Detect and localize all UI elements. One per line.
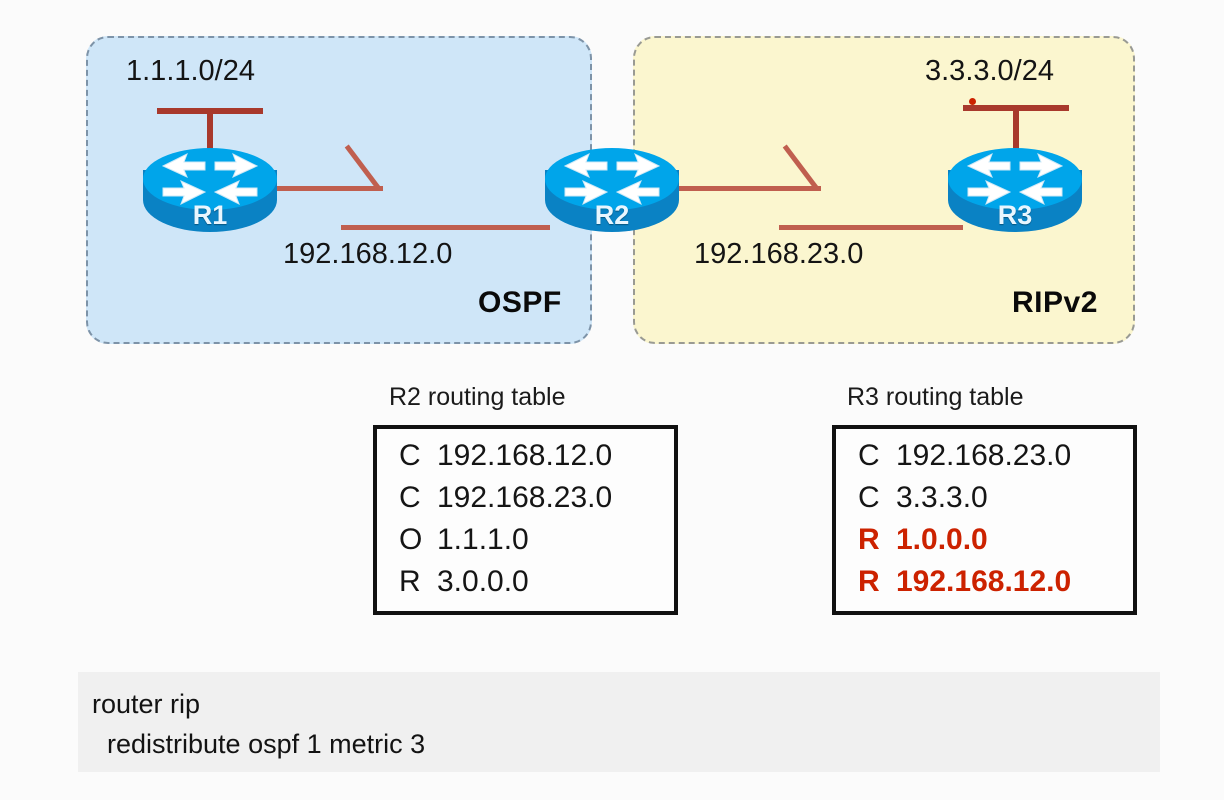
network-label-link-r2-r3: 192.168.23.0 xyxy=(694,238,864,270)
route-code: C xyxy=(399,439,421,472)
router-r1[interactable]: R1 xyxy=(143,148,277,248)
lan-stem-icon xyxy=(207,112,213,180)
router-r3[interactable]: R3 xyxy=(948,148,1082,248)
route-code: C xyxy=(858,439,880,472)
routing-table-title-r2: R2 routing table xyxy=(389,383,566,411)
serial-link-r2-r3 xyxy=(678,144,963,230)
lan-segment-r1 xyxy=(157,108,263,180)
network-label-r3-lan: 3.3.3.0/24 xyxy=(925,55,1054,87)
route-network: 192.168.23.0 xyxy=(896,439,1072,472)
red-dot-marker-icon xyxy=(969,98,976,105)
table-row: C 192.168.23.0 xyxy=(858,439,1133,481)
lan-segment-r3 xyxy=(963,98,1069,177)
router-label: R3 xyxy=(997,200,1033,230)
table-row: C 192.168.12.0 xyxy=(399,439,674,481)
routing-table-r3: C 192.168.23.0 C 3.3.3.0 R 1.0.0.0 R 192… xyxy=(832,425,1137,615)
route-code: C xyxy=(858,481,880,514)
router-top xyxy=(948,148,1082,210)
route-network: 192.168.23.0 xyxy=(437,481,613,514)
router-top xyxy=(545,148,679,210)
router-label: R2 xyxy=(594,200,630,230)
router-top xyxy=(143,148,277,210)
table-row: O 1.1.1.0 xyxy=(399,523,674,565)
route-network: 1.0.0.0 xyxy=(896,523,988,556)
route-code: C xyxy=(399,481,421,514)
route-network: 1.1.1.0 xyxy=(437,523,529,556)
zone-label-ospf: OSPF xyxy=(478,286,562,319)
route-network: 192.168.12.0 xyxy=(896,565,1072,598)
route-network: 192.168.12.0 xyxy=(437,439,613,472)
config-line: redistribute ospf 1 metric 3 xyxy=(92,729,426,759)
lan-bar-icon xyxy=(963,105,1069,111)
router-r2[interactable]: R2 xyxy=(545,148,679,248)
route-network: 3.0.0.0 xyxy=(437,565,529,598)
table-row: C 192.168.23.0 xyxy=(399,481,674,523)
router-arrows-icon xyxy=(966,152,1064,206)
route-code: R xyxy=(858,565,880,598)
route-code: R xyxy=(399,565,421,598)
config-line: router rip xyxy=(92,689,201,719)
routing-table-title-r3: R3 routing table xyxy=(847,383,1024,411)
table-row: C 3.3.3.0 xyxy=(858,481,1133,523)
table-row: R 192.168.12.0 xyxy=(858,565,1133,607)
table-row: R 3.0.0.0 xyxy=(399,565,674,607)
lan-stem-icon xyxy=(1013,109,1019,177)
network-label-link-r1-r2: 192.168.12.0 xyxy=(283,238,453,270)
route-code: R xyxy=(858,523,880,556)
network-label-r1-lan: 1.1.1.0/24 xyxy=(126,55,255,87)
cli-config-block: router rip redistribute ospf 1 metric 3 xyxy=(78,672,1160,772)
router-label: R1 xyxy=(192,200,228,230)
zone-label-ripv2: RIPv2 xyxy=(1012,286,1098,319)
router-arrows-icon xyxy=(563,152,661,206)
table-row: R 1.0.0.0 xyxy=(858,523,1133,565)
routing-table-r2: C 192.168.12.0 C 192.168.23.0 O 1.1.1.0 … xyxy=(373,425,678,615)
lan-bar-icon xyxy=(157,108,263,114)
serial-link-r1-r2 xyxy=(268,144,550,230)
route-code: O xyxy=(399,523,423,556)
route-network: 3.3.3.0 xyxy=(896,481,988,514)
router-arrows-icon xyxy=(161,152,259,206)
